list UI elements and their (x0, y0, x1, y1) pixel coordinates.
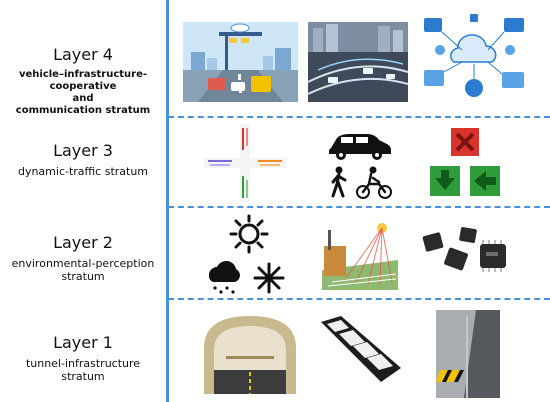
layer-divider-2-1 (168, 298, 550, 300)
vertical-divider (166, 0, 169, 402)
lane-signal-lights-icon (428, 126, 502, 200)
smart-road-scene-image (183, 22, 298, 102)
connected-network-image (418, 10, 530, 106)
layer-title: Layer 3 (53, 141, 113, 160)
weather-icons (205, 212, 295, 298)
tunnel-cross-section-image (196, 308, 302, 398)
highway-traffic-image (308, 22, 408, 102)
layer-subtitle: stratum (61, 270, 105, 283)
layer-1-label: Layer 1 tunnel-infrastructure stratum (0, 333, 166, 383)
layer-subtitle: communication stratum (15, 105, 151, 116)
layer-title: Layer 2 (53, 233, 113, 252)
layer-divider-4-3 (168, 116, 550, 118)
layer-subtitle: and (72, 93, 94, 104)
layer-subtitle: tunnel-infrastructure (25, 357, 141, 370)
layer-subtitle: vehicle–infrastructure-cooperative (18, 69, 148, 92)
solar-radar-sensor-image (322, 222, 398, 290)
layer-title: Layer 4 (53, 45, 113, 64)
layer-title: Layer 1 (53, 333, 113, 352)
layer-2-label: Layer 2 environmental-perception stratum (0, 233, 166, 283)
layer-4-label: Layer 4 vehicle–infrastructure-cooperati… (0, 45, 166, 117)
sensor-chips-image (416, 220, 516, 292)
tunnel-wall-hazard-image (436, 310, 500, 398)
led-light-panel-image (315, 312, 405, 388)
layer-subtitle: environmental-perception (11, 257, 155, 270)
layer-divider-3-2 (168, 206, 550, 208)
layer-3-label: Layer 3 dynamic-traffic stratum (0, 141, 166, 178)
layer-subtitle: stratum (61, 370, 105, 383)
car-pedestrian-cyclist-icons (325, 122, 395, 202)
layer-subtitle: dynamic-traffic stratum (17, 165, 149, 178)
intersection-lanes-diagram (200, 120, 290, 206)
